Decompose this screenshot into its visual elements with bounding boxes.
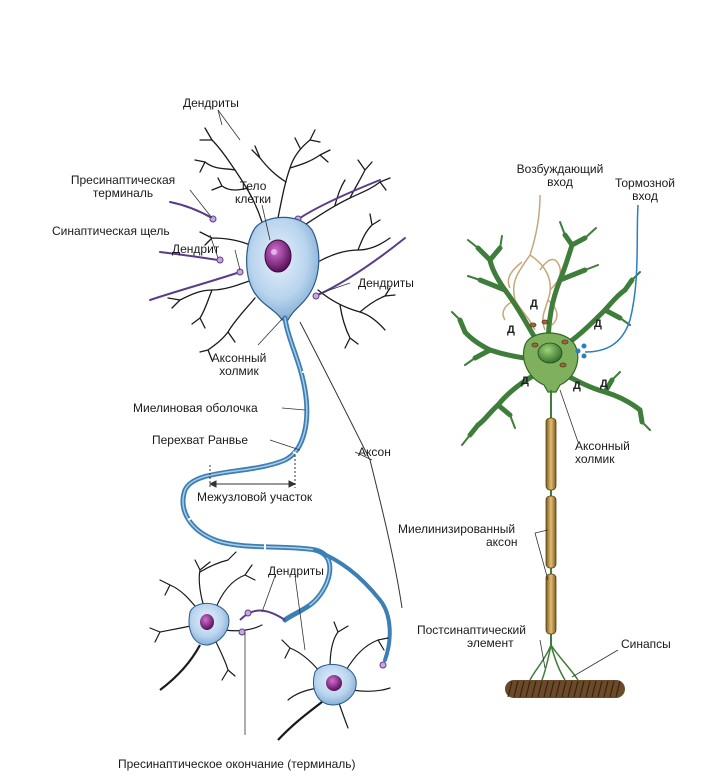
bottom-left-neuron [149,551,286,691]
label-presynaptic-ending: Пресинаптическое окончание (терминаль) [118,757,356,771]
label-presynaptic-terminal-line2: терминаль [92,186,154,200]
label-cell-body-line1: Тело [239,179,267,193]
left-nucleus [264,239,292,273]
mark-d-4: Д [521,375,529,387]
label-postsynaptic-element-line1: Постсинаптический [417,623,526,637]
mark-d-2: Д [507,324,515,336]
label-synaptic-cleft: Синаптическая щель [52,224,170,238]
inhibitory-knobs [575,343,587,359]
label-presynaptic-terminal: Пресинаптическая терминаль [48,174,198,200]
mark-d-1: Д [530,298,538,310]
label-axon-hillock-right-line2: холмик [575,452,615,466]
right-terminals [529,644,579,681]
label-myelinated-axon-line1: Миелинизированный [398,522,516,536]
right-myelin-segments [545,417,557,635]
internode-bracket [208,455,297,488]
bottom-right-neuron [277,621,391,741]
bottom-right-nucleus [326,675,342,691]
axon-bracket [299,321,403,609]
left-dendrites [167,127,396,361]
bottom-left-axon [159,644,201,691]
label-axon-hillock-left-line2: холмик [219,364,259,378]
left-neuron [149,109,406,741]
label-presynaptic-terminal-line1: Пресинаптическая [70,173,176,187]
label-inhibitory-input: Тормозной вход [605,177,685,203]
label-inhibitory-input-line2: вход [632,189,658,203]
inhibitory-fiber [584,204,639,353]
label-excitatory-input-line2: вход [547,175,573,189]
label-excitatory-input: Возбуждающий вход [505,163,615,189]
bottom-right-axon [277,701,323,741]
label-axon-hillock-right-line1: Аксонный [575,439,630,453]
axon-branch [313,548,392,662]
mark-d-6: Д [600,378,608,390]
right-leader-lines [534,389,619,678]
label-inhibitory-input-line1: Тормозной [614,176,676,190]
label-axon: Аксон [358,445,391,459]
label-myelinated-axon-line2: аксон [486,535,518,549]
label-axon-hillock-right: Аксонный холмик [575,440,630,466]
mark-d-3: Д [594,318,602,330]
label-postsynaptic-element-line2: элемент [467,636,514,650]
label-dendrites-top: Дендриты [183,96,239,110]
right-neuron [451,194,651,698]
label-postsynaptic-element: Постсинаптический элемент [417,624,526,650]
label-axon-hillock-left-line1: Аксонный [211,351,267,365]
label-myelinated-axon: Миелинизированный аксон [398,523,518,549]
label-myelin-sheath: Миелиновая оболочка [133,401,258,415]
label-node-of-ranvier: Перехват Ранвье [152,433,249,447]
left-leader-lines [189,109,373,735]
mark-d-5: Д [573,380,581,392]
bottom-left-nucleus [200,614,214,630]
label-cell-body-line2: клетки [234,192,272,206]
postsynaptic-element [505,680,625,698]
label-axon-hillock-left: Аксонный холмик [194,352,284,378]
label-excitatory-input-line1: Возбуждающий [516,162,604,176]
nucleolus [271,249,277,255]
label-cell-body: Тело клетки [228,180,278,206]
label-dendrites-right: Дендриты [358,276,414,290]
right-synaptic-knobs [529,319,569,368]
right-nucleus [537,342,563,364]
label-dendrites-bottom: Дендриты [268,564,324,578]
ranvier-nodes [187,371,310,551]
left-input-fibers [149,179,406,301]
label-dendrite: Дендрит [172,242,220,256]
label-synapses: Синапсы [621,637,671,651]
label-internode: Межузловой участок [197,490,313,504]
